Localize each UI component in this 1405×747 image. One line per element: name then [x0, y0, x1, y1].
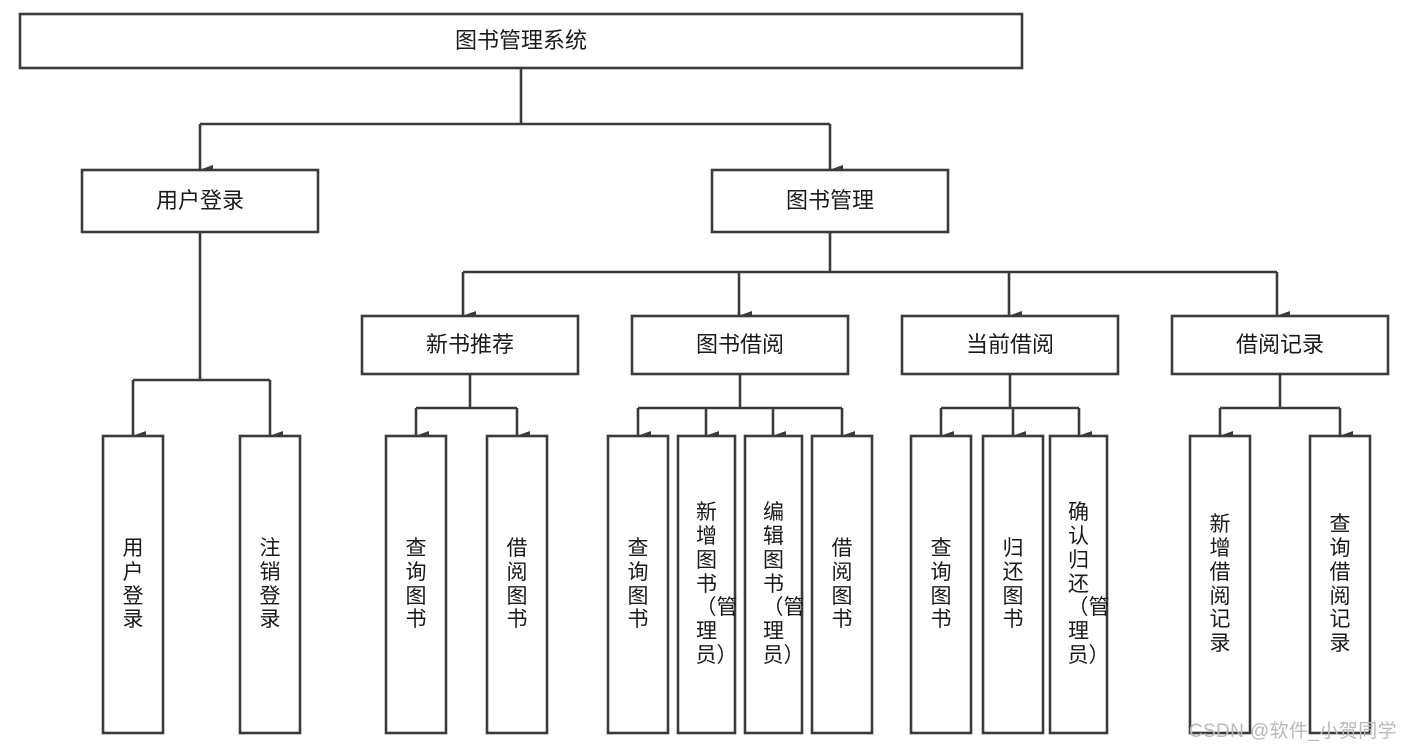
node-user-login[interactable]: 用户登录: [80, 168, 320, 234]
node-borrow-record-label: 借阅记录: [1236, 332, 1324, 357]
node-current-borrow-rect: [900, 314, 1120, 376]
leaf-query-book-recommend[interactable]: [384, 434, 448, 735]
leaf-query-book-recommend-rect: [384, 434, 448, 735]
leaf-query-borrow-record[interactable]: [1308, 434, 1372, 735]
leaf-logout-rect: [238, 434, 302, 735]
watermark: CSDN @软件_小贺同学: [1188, 721, 1397, 742]
node-root-title[interactable]: 图书管理系统: [18, 12, 1024, 70]
node-book-borrow-label: 图书借阅: [696, 332, 784, 357]
node-borrow-record-rect: [1170, 314, 1390, 376]
leaf-query-book-borrow-rect: [606, 434, 670, 735]
leaf-borrow-book-rect: [810, 434, 874, 735]
node-current-borrow-label: 当前借阅: [966, 332, 1054, 357]
leaf-borrow-book-recommend-rect: [485, 434, 549, 735]
leaf-add-book-admin[interactable]: [676, 434, 737, 735]
node-book-borrow-rect: [630, 314, 850, 376]
leaf-return-book[interactable]: [981, 434, 1045, 735]
node-borrow-record[interactable]: 借阅记录: [1170, 314, 1390, 376]
node-book-management-rect: [710, 168, 950, 234]
node-user-login-label: 用户登录: [156, 188, 244, 213]
node-new-book-recommend-label: 新书推荐: [426, 332, 514, 357]
leaf-add-book-admin-rect: [676, 434, 737, 735]
node-root-title-label: 图书管理系统: [455, 28, 587, 53]
node-current-borrow[interactable]: 当前借阅: [900, 314, 1120, 376]
connector-layer: [131, 68, 1353, 441]
leaf-edit-book-admin-rect: [743, 434, 804, 735]
node-root-title-rect: [18, 12, 1024, 70]
leaf-return-book-rect: [981, 434, 1045, 735]
node-new-book-recommend[interactable]: 新书推荐: [360, 314, 580, 376]
leaf-logout[interactable]: [238, 434, 302, 735]
leaf-query-book-current[interactable]: [909, 434, 973, 735]
leaf-borrow-book[interactable]: [810, 434, 874, 735]
leaf-add-borrow-record[interactable]: [1188, 434, 1252, 735]
leaf-user-login[interactable]: [101, 434, 165, 735]
node-user-login-rect: [80, 168, 320, 234]
leaf-borrow-book-recommend[interactable]: [485, 434, 549, 735]
node-book-borrow[interactable]: 图书借阅: [630, 314, 850, 376]
node-book-management-label: 图书管理: [786, 188, 874, 213]
leaf-add-borrow-record-rect: [1188, 434, 1252, 735]
node-book-management[interactable]: 图书管理: [710, 168, 950, 234]
leaf-query-book-current-rect: [909, 434, 973, 735]
leaf-edit-book-admin[interactable]: [743, 434, 804, 735]
leaf-query-borrow-record-rect: [1308, 434, 1372, 735]
leaf-confirm-return-admin-rect: [1048, 434, 1109, 735]
leaf-user-login-rect: [101, 434, 165, 735]
node-new-book-recommend-rect: [360, 314, 580, 376]
leaf-query-book-borrow[interactable]: [606, 434, 670, 735]
leaf-confirm-return-admin[interactable]: [1048, 434, 1109, 735]
